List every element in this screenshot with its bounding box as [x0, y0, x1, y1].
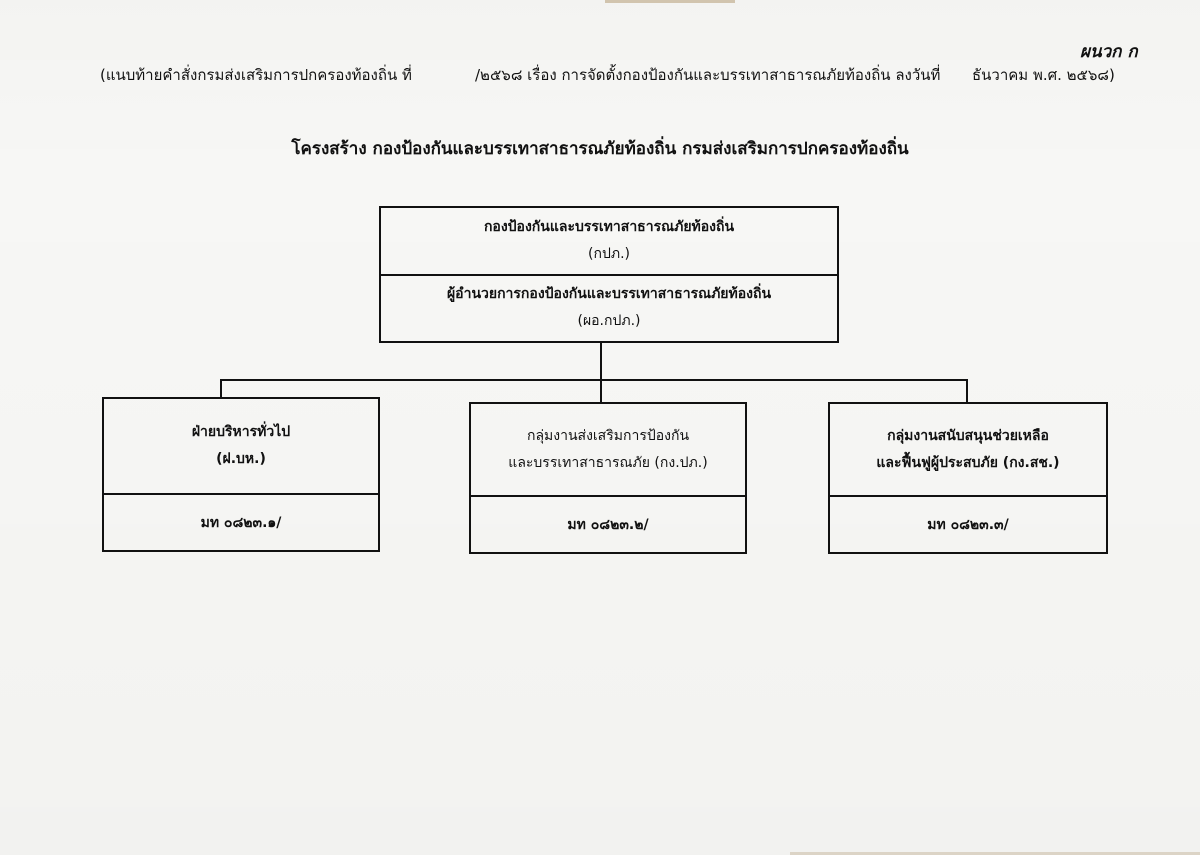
document-title: โครงสร้าง กองป้องกันและบรรเทาสาธารณภัยท้…: [291, 139, 909, 159]
connector-horizontal: [220, 379, 968, 381]
director-section: ผู้อำนวยการกองป้องกันและบรรเทาสาธารณภัยท…: [381, 274, 837, 340]
unit-code-section: มท ๐๘๒๓.๒/: [471, 495, 745, 553]
unit-name-line1: กลุ่มงานส่งเสริมการป้องกัน: [526, 427, 690, 444]
annex-label: ผนวก ก: [1080, 42, 1138, 62]
org-box-prevention-group: กลุ่มงานส่งเสริมการป้องกัน และบรรเทาสาธา…: [469, 402, 747, 554]
scan-edge-top: [605, 0, 735, 3]
reference-prefix: (แนบท้ายคำสั่งกรมส่งเสริมการปกครองท้องถิ…: [100, 66, 412, 84]
unit-name-section: ฝ่ายบริหารทั่วไป (ฝ.บห.): [104, 399, 378, 493]
unit-code-section: มท ๐๘๒๓.๑/: [104, 493, 378, 551]
unit-name-line2: และฟื้นฟูผู้ประสบภัย (กง.สช.): [876, 454, 1060, 471]
org-box-general-admin: ฝ่ายบริหารทั่วไป (ฝ.บห.) มท ๐๘๒๓.๑/: [102, 397, 380, 552]
division-abbr: (กปภ.): [588, 246, 630, 262]
director-abbr: (ผอ.กปภ.): [577, 313, 641, 329]
unit-name-line1: ฝ่ายบริหารทั่วไป: [191, 424, 291, 441]
division-section: กองป้องกันและบรรเทาสาธารณภัยท้องถิ่น (กป…: [381, 208, 837, 274]
unit-name-line1: กลุ่มงานสนับสนุนช่วยเหลือ: [887, 427, 1049, 444]
connector-branch-3: [966, 379, 968, 402]
org-box-support-group: กลุ่มงานสนับสนุนช่วยเหลือ และฟื้นฟูผู้ปร…: [828, 402, 1108, 554]
reference-date: ธันวาคม พ.ศ. ๒๕๖๘): [972, 66, 1115, 84]
unit-name-line2: และบรรเทาสาธารณภัย (กง.ปภ.): [508, 454, 708, 471]
connector-branch-2: [600, 379, 602, 402]
unit-code: มท ๐๘๒๓.๑/: [200, 514, 282, 531]
org-box-division: กองป้องกันและบรรเทาสาธารณภัยท้องถิ่น (กป…: [379, 206, 839, 343]
unit-code: มท ๐๘๒๓.๓/: [927, 516, 1009, 533]
unit-name-section: กลุ่มงานสนับสนุนช่วยเหลือ และฟื้นฟูผู้ปร…: [830, 404, 1106, 495]
unit-name-section: กลุ่มงานส่งเสริมการป้องกัน และบรรเทาสาธา…: [471, 404, 745, 495]
connector-trunk: [600, 343, 602, 381]
scan-edge-bottom: [790, 852, 1200, 855]
connector-branch-1: [220, 379, 222, 397]
director-title: ผู้อำนวยการกองป้องกันและบรรเทาสาธารณภัยท…: [446, 286, 772, 303]
unit-code: มท ๐๘๒๓.๒/: [567, 516, 649, 533]
unit-code-section: มท ๐๘๒๓.๓/: [830, 495, 1106, 553]
unit-name-line2: (ฝ.บห.): [216, 451, 266, 467]
reference-subject: /๒๕๖๘ เรื่อง การจัดตั้งกองป้องกันและบรรเ…: [475, 66, 941, 84]
division-name: กองป้องกันและบรรเทาสาธารณภัยท้องถิ่น: [483, 219, 735, 236]
